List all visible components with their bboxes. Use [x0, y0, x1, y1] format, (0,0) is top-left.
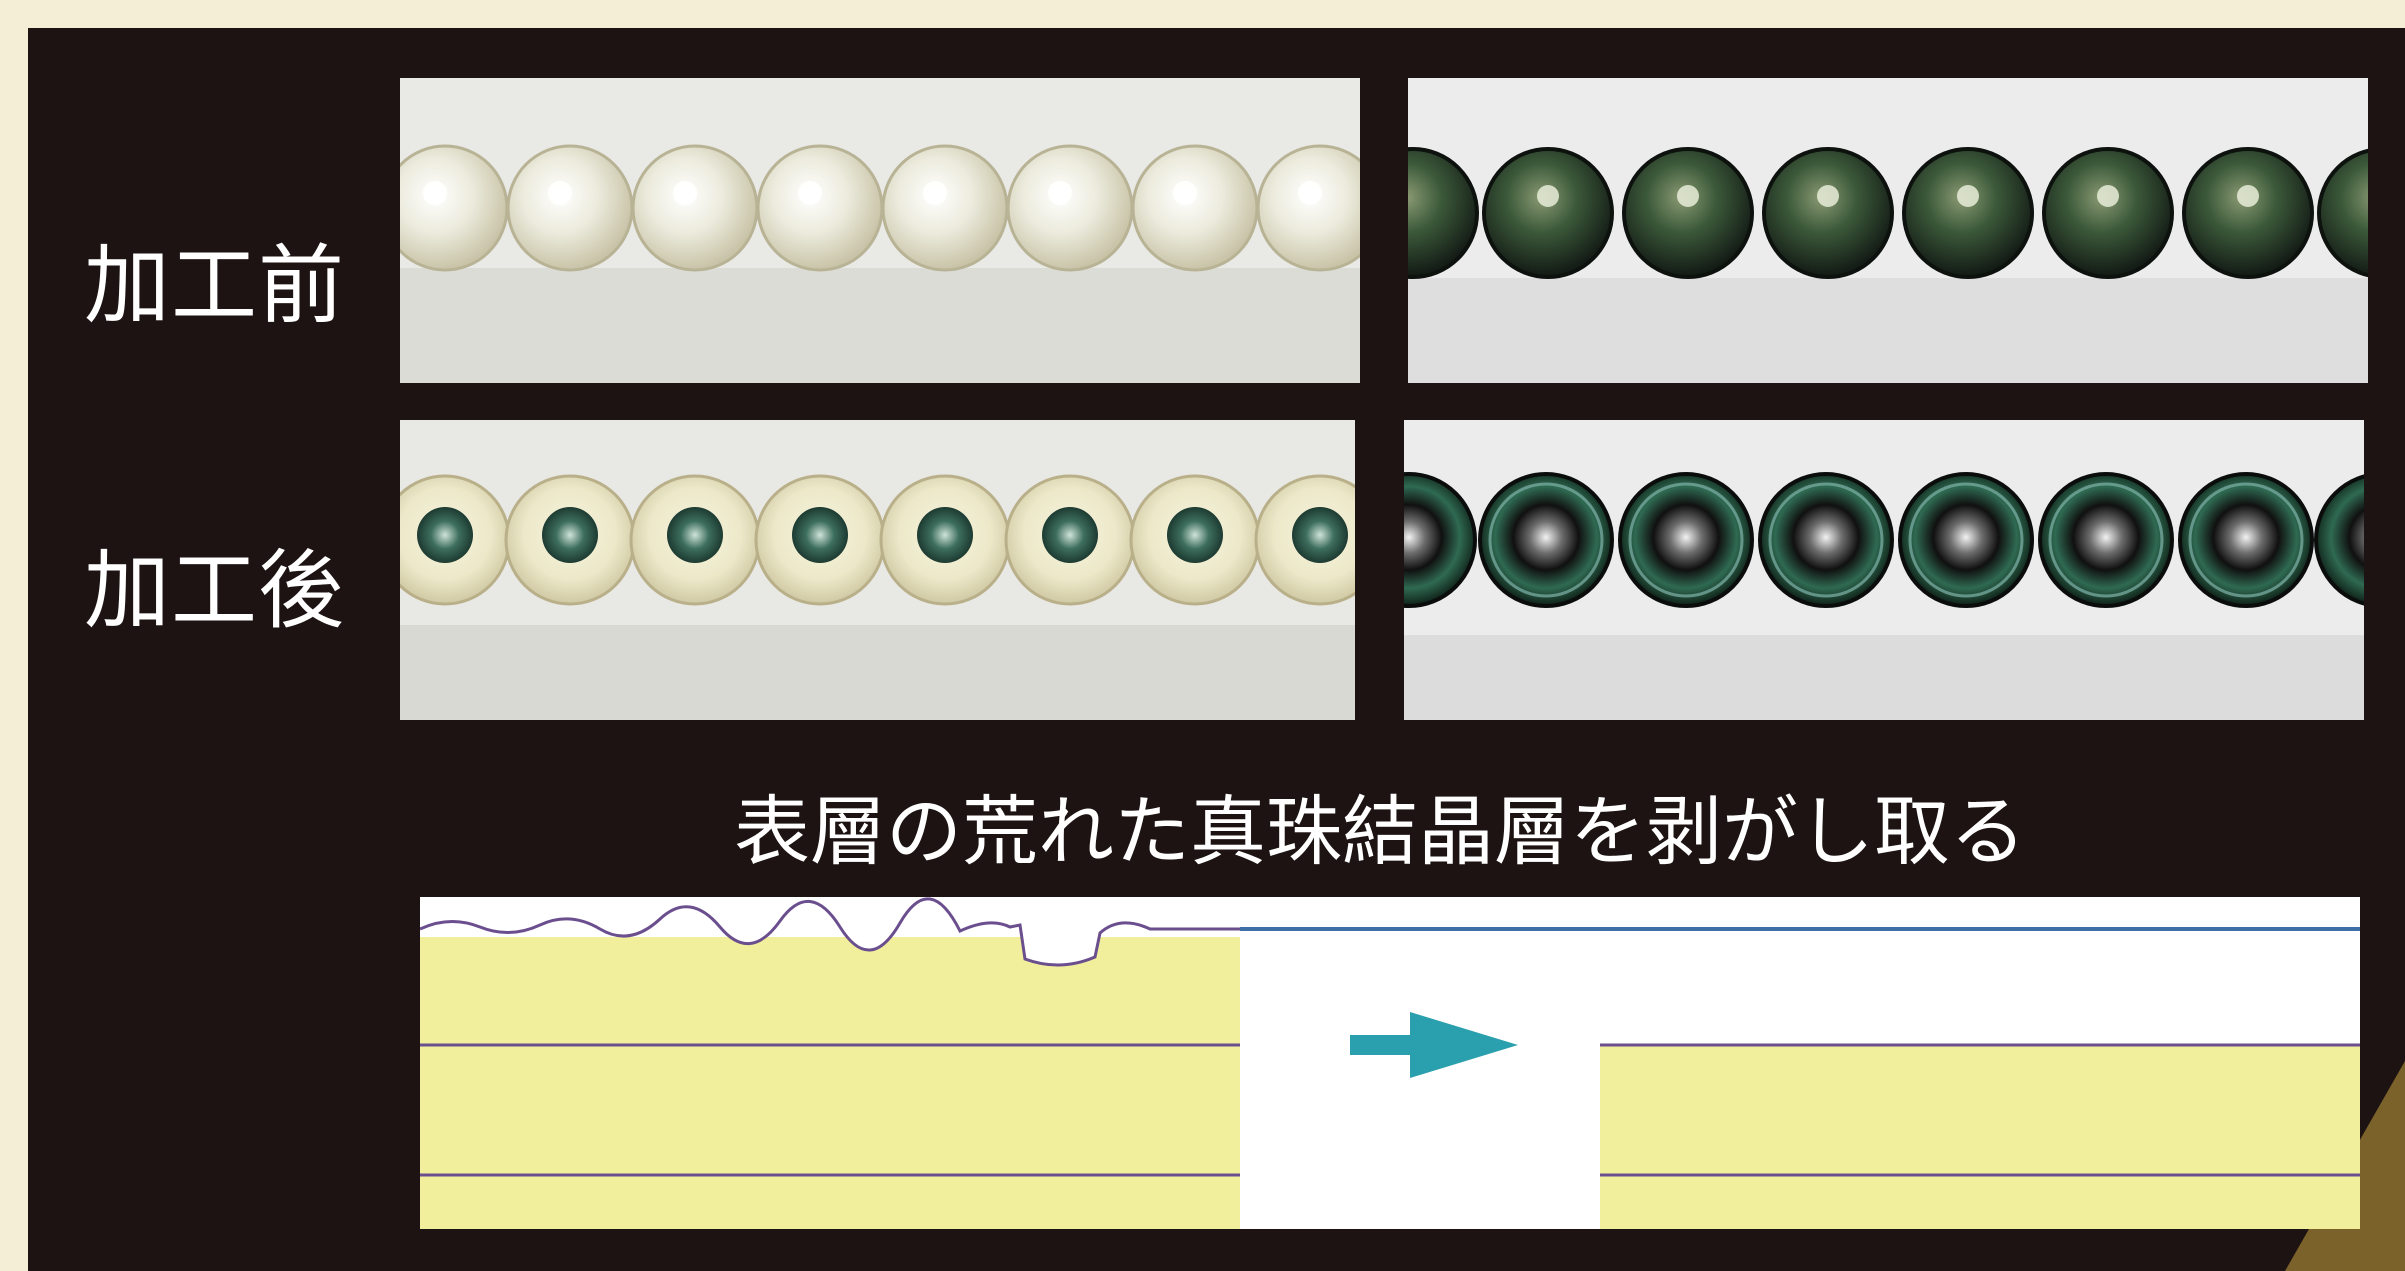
photo-black-pearls-after	[1404, 420, 2364, 720]
label-before: 加工前	[84, 236, 345, 336]
layers-after	[1240, 927, 2360, 1229]
pearl-strand	[1408, 147, 2368, 279]
photo-white-pearls-before	[400, 78, 1360, 383]
nacre-layer-diagram	[420, 897, 2360, 1229]
pearl-strand	[400, 144, 1360, 272]
pearl-strand	[1404, 472, 2364, 608]
caption-text: 表層の荒れた真珠結晶層を剥がし取る	[734, 787, 2026, 876]
arrow-icon	[1350, 1012, 1518, 1078]
label-after: 加工後	[84, 541, 345, 641]
layers-before	[420, 897, 1240, 1229]
photo-white-pearls-after	[400, 420, 1355, 720]
photo-black-pearls-before	[1408, 78, 2368, 383]
